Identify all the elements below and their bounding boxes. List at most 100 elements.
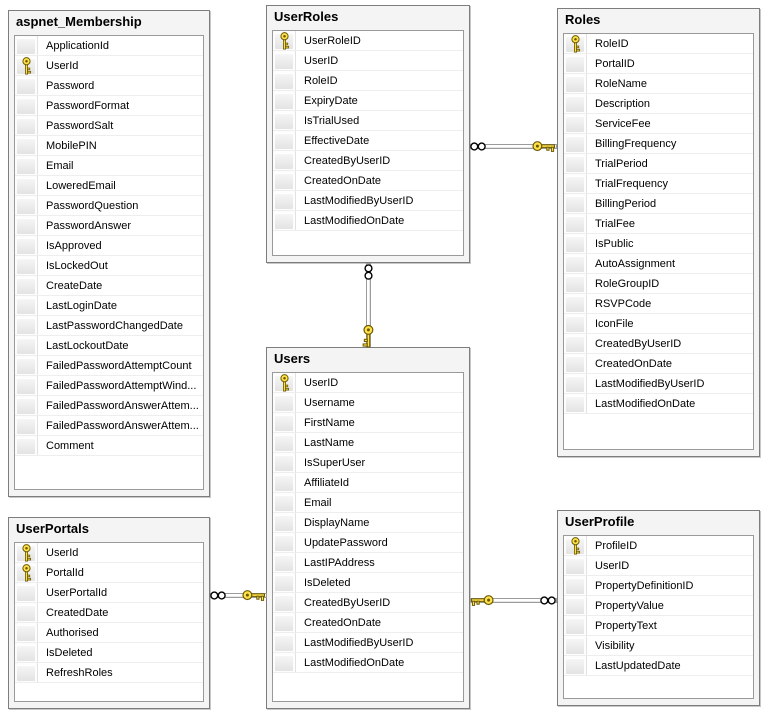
field-row[interactable]: Comment — [15, 436, 203, 456]
row-selector-cell[interactable] — [564, 274, 587, 293]
field-row[interactable]: LastIPAddress — [273, 553, 463, 573]
field-row[interactable]: Authorised — [15, 623, 203, 643]
row-selector-cell[interactable] — [564, 94, 587, 113]
row-selector-cell[interactable] — [15, 583, 38, 602]
row-selector-cell[interactable] — [15, 36, 38, 55]
row-selector-cell[interactable] — [15, 176, 38, 195]
row-selector-cell[interactable] — [273, 573, 296, 592]
row-selector-cell[interactable] — [564, 656, 587, 675]
field-row[interactable]: FailedPasswordAttemptWind... — [15, 376, 203, 396]
row-selector-cell[interactable] — [564, 556, 587, 575]
field-row[interactable]: CreatedOnDate — [273, 171, 463, 191]
field-row[interactable]: IconFile — [564, 314, 753, 334]
field-row[interactable]: TrialFrequency — [564, 174, 753, 194]
field-row[interactable]: IsLockedOut — [15, 256, 203, 276]
field-row[interactable]: AutoAssignment — [564, 254, 753, 274]
row-selector-cell[interactable] — [15, 76, 38, 95]
field-row[interactable]: ExpiryDate — [273, 91, 463, 111]
row-selector-cell[interactable] — [15, 116, 38, 135]
row-selector-cell[interactable] — [273, 593, 296, 612]
row-selector-cell[interactable] — [15, 196, 38, 215]
row-selector-cell[interactable] — [564, 374, 587, 393]
row-selector-cell[interactable] — [15, 296, 38, 315]
field-row[interactable]: CreatedByUserID — [273, 593, 463, 613]
row-selector-cell[interactable] — [15, 436, 38, 455]
field-row[interactable]: RoleID — [273, 71, 463, 91]
field-row[interactable]: PasswordSalt — [15, 116, 203, 136]
row-selector-cell[interactable] — [273, 393, 296, 412]
row-selector-cell[interactable] — [15, 96, 38, 115]
row-selector-cell[interactable] — [15, 543, 38, 562]
field-row[interactable]: MobilePIN — [15, 136, 203, 156]
row-selector-cell[interactable] — [273, 131, 296, 150]
field-row[interactable]: UserPortalId — [15, 583, 203, 603]
field-row[interactable]: PasswordQuestion — [15, 196, 203, 216]
row-selector-cell[interactable] — [564, 354, 587, 373]
field-row[interactable]: UserID — [564, 556, 753, 576]
row-selector-cell[interactable] — [15, 563, 38, 582]
field-row[interactable]: LastName — [273, 433, 463, 453]
field-row[interactable]: CreatedByUserID — [273, 151, 463, 171]
row-selector-cell[interactable] — [273, 653, 296, 672]
row-selector-cell[interactable] — [564, 616, 587, 635]
row-selector-cell[interactable] — [273, 373, 296, 392]
field-row[interactable]: RoleName — [564, 74, 753, 94]
field-row[interactable]: LastLockoutDate — [15, 336, 203, 356]
field-row[interactable]: Email — [15, 156, 203, 176]
row-selector-cell[interactable] — [273, 191, 296, 210]
field-row[interactable]: LastLoginDate — [15, 296, 203, 316]
row-selector-cell[interactable] — [564, 314, 587, 333]
field-row[interactable]: RoleGroupID — [564, 274, 753, 294]
row-selector-cell[interactable] — [564, 74, 587, 93]
field-row[interactable]: CreatedOnDate — [273, 613, 463, 633]
field-row[interactable]: IsTrialUsed — [273, 111, 463, 131]
field-row[interactable]: PropertyValue — [564, 596, 753, 616]
row-selector-cell[interactable] — [15, 356, 38, 375]
field-row[interactable]: UserId — [15, 56, 203, 76]
field-row[interactable]: IsDeleted — [15, 643, 203, 663]
field-row[interactable]: Visibility — [564, 636, 753, 656]
field-row[interactable]: RoleID — [564, 34, 753, 54]
row-selector-cell[interactable] — [273, 51, 296, 70]
field-row[interactable]: PasswordAnswer — [15, 216, 203, 236]
row-selector-cell[interactable] — [273, 91, 296, 110]
row-selector-cell[interactable] — [564, 254, 587, 273]
field-row[interactable]: PortalID — [564, 54, 753, 74]
field-row[interactable]: LastModifiedByUserID — [273, 633, 463, 653]
table-title[interactable]: Roles — [565, 12, 601, 27]
field-row[interactable]: ProfileID — [564, 536, 753, 556]
field-row[interactable]: PropertyDefinitionID — [564, 576, 753, 596]
field-row[interactable]: FirstName — [273, 413, 463, 433]
field-row[interactable]: Password — [15, 76, 203, 96]
field-row[interactable]: CreateDate — [15, 276, 203, 296]
row-selector-cell[interactable] — [564, 54, 587, 73]
row-selector-cell[interactable] — [15, 336, 38, 355]
field-row[interactable]: Description — [564, 94, 753, 114]
field-row[interactable]: LastModifiedOnDate — [273, 653, 463, 673]
row-selector-cell[interactable] — [564, 596, 587, 615]
row-selector-cell[interactable] — [15, 56, 38, 75]
row-selector-cell[interactable] — [564, 34, 587, 53]
relationship-line[interactable] — [470, 598, 557, 603]
row-selector-cell[interactable] — [15, 236, 38, 255]
row-selector-cell[interactable] — [564, 114, 587, 133]
field-row[interactable]: EffectiveDate — [273, 131, 463, 151]
field-row[interactable]: ServiceFee — [564, 114, 753, 134]
field-row[interactable]: IsApproved — [15, 236, 203, 256]
row-selector-cell[interactable] — [273, 513, 296, 532]
row-selector-cell[interactable] — [15, 316, 38, 335]
field-row[interactable]: Username — [273, 393, 463, 413]
row-selector-cell[interactable] — [273, 71, 296, 90]
field-row[interactable]: FailedPasswordAnswerAttem... — [15, 396, 203, 416]
row-selector-cell[interactable] — [15, 256, 38, 275]
row-selector-cell[interactable] — [564, 576, 587, 595]
row-selector-cell[interactable] — [273, 493, 296, 512]
field-row[interactable]: RSVPCode — [564, 294, 753, 314]
row-selector-cell[interactable] — [564, 636, 587, 655]
field-row[interactable]: LastModifiedByUserID — [273, 191, 463, 211]
row-selector-cell[interactable] — [15, 276, 38, 295]
field-row[interactable]: IsPublic — [564, 234, 753, 254]
row-selector-cell[interactable] — [15, 376, 38, 395]
